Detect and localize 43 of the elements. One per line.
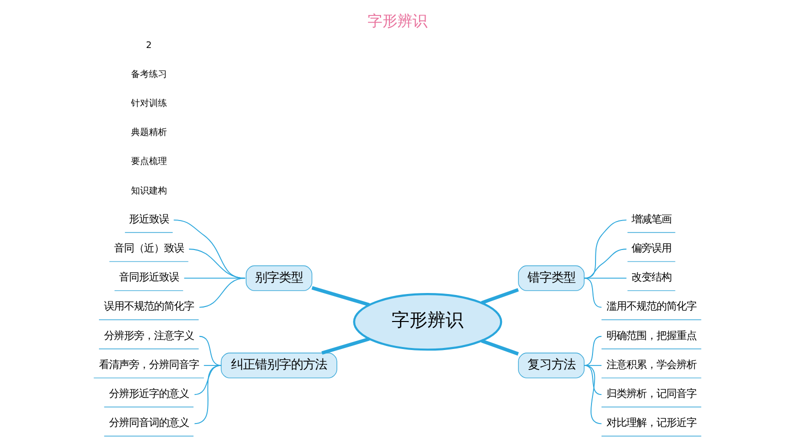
connector [311, 286, 370, 306]
label: 知识建构 [130, 186, 166, 196]
node-text: 误用不规范的简化字 [103, 300, 194, 313]
node-text: 明确范围，把握重点 [606, 330, 696, 342]
node-ellipse: 字形辨识 [352, 293, 502, 351]
node-text: 滥用不规范的简化字 [606, 300, 696, 313]
node-text: 归类辨析，记同音字 [606, 388, 696, 400]
connector [583, 365, 602, 424]
label: 备考练习 [130, 70, 166, 80]
connector [320, 337, 370, 355]
node-text: 分辨同音词的意义 [108, 417, 188, 430]
diagram-title: 字形辨识 [367, 12, 428, 30]
connector [198, 278, 246, 308]
connector [194, 365, 222, 424]
node-text: 对比理解，记形近字 [606, 417, 696, 430]
node-text: 音同（近）致误 [113, 242, 184, 255]
node-text: 注意积累，学会辨析 [606, 358, 696, 371]
node-text: 形近致误 [128, 213, 168, 226]
connector [480, 288, 518, 304]
node-text: 分辨形旁，注意字义 [103, 330, 194, 342]
node-text: 分辨形近字的意义 [108, 388, 188, 400]
connector [583, 220, 626, 279]
node-box: 复习方法 [518, 352, 584, 378]
node-text: 增减笔画 [630, 213, 671, 226]
node-text: 偏旁误用 [630, 242, 671, 255]
connector [202, 365, 222, 366]
connector [198, 336, 222, 366]
node-box: 纠正错别字的方法 [220, 352, 337, 378]
connector [583, 278, 602, 308]
node-text: 看清声旁，分辨同音字 [98, 358, 198, 371]
node-text: 改变结构 [630, 272, 671, 284]
connector [188, 248, 246, 279]
node-text: 音同形近致误 [118, 272, 178, 284]
connector [172, 220, 246, 279]
connector [194, 365, 222, 395]
node-box: 错字类型 [518, 265, 584, 292]
label: 典题精析 [130, 128, 166, 138]
connector [583, 248, 626, 279]
label: 2 [145, 40, 152, 51]
label: 针对训练 [130, 99, 166, 110]
node-box: 别字类型 [245, 265, 312, 292]
label: 要点梳理 [130, 157, 166, 168]
connector [480, 339, 518, 356]
